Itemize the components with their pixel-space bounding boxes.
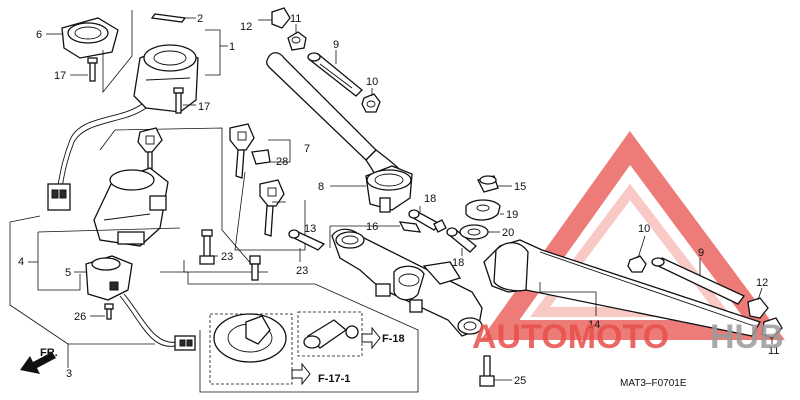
lock-cylinder-part xyxy=(93,167,169,247)
callout-23: 25 xyxy=(514,375,526,387)
callout-17: 17 xyxy=(54,70,66,82)
lock-ring-part xyxy=(213,313,287,363)
handlebar-clamp-part xyxy=(365,165,413,213)
connector-part xyxy=(47,183,71,211)
bolt-part xyxy=(479,355,495,387)
bolt-part xyxy=(408,209,447,233)
bolt-part xyxy=(249,255,261,281)
bar-weight-rod-part xyxy=(651,257,746,305)
key-blank-part xyxy=(259,179,285,237)
reference-arrow-icon xyxy=(291,362,311,386)
callout-15: 15 xyxy=(514,181,526,193)
callout-11: 12 xyxy=(756,277,768,289)
handlebar-right-part xyxy=(483,239,761,337)
key-part xyxy=(137,127,163,174)
ignition-switch-part xyxy=(133,44,199,113)
bar-weight-rod-part xyxy=(307,52,363,97)
switch-cover-part xyxy=(61,17,119,59)
lock-cylinder-inner-part xyxy=(303,319,359,349)
watermark-text: AUTOMOTO HUB xyxy=(472,318,784,356)
callout-23: 23 xyxy=(296,265,308,277)
nut-part xyxy=(747,297,769,319)
nut-part xyxy=(287,31,307,51)
callout-9: 9 xyxy=(333,39,339,51)
washer-part xyxy=(459,224,489,240)
callout-16: 16 xyxy=(366,221,378,233)
bolt-part xyxy=(87,57,98,82)
reference-f17-1: F-17-1 xyxy=(318,373,350,385)
callout-7: 7 xyxy=(304,143,310,155)
callout-6: 6 xyxy=(36,29,42,41)
callout-1: 1 xyxy=(229,41,235,53)
bolt-part xyxy=(288,229,326,251)
callout-22: 26 xyxy=(74,311,86,323)
clip-part xyxy=(398,221,422,233)
nut-part xyxy=(361,93,381,113)
callout-25: 28 xyxy=(276,156,288,168)
nut-part xyxy=(627,255,647,273)
top-bridge-part xyxy=(331,228,483,337)
callout-12: 11 xyxy=(768,345,779,357)
reference-f18: F-18 xyxy=(382,333,405,345)
bolt-part xyxy=(761,317,783,339)
bolt-part xyxy=(271,7,291,29)
callout-10: 10 xyxy=(366,76,378,88)
callout-8: 8 xyxy=(318,181,324,193)
callout-3: 3 xyxy=(66,368,72,380)
callout-19: 23 xyxy=(221,251,233,263)
clip-part xyxy=(150,13,187,23)
front-direction-arrow-icon xyxy=(20,352,56,374)
callout-5: 5 xyxy=(65,267,71,279)
callout-17: 17 xyxy=(198,101,210,113)
callout-4: 4 xyxy=(18,256,24,268)
direction-label: FR. xyxy=(40,347,58,359)
cap-part xyxy=(477,175,499,193)
bolt-part xyxy=(446,227,477,253)
bolt-part xyxy=(199,229,215,265)
callout-14: 13 xyxy=(304,223,316,235)
screw-part xyxy=(104,303,114,320)
connector-part xyxy=(174,335,196,351)
key-blank-part xyxy=(229,123,255,179)
callout-12: 12 xyxy=(240,21,252,33)
callout-20: 19 xyxy=(506,209,518,221)
callout-9: 9 xyxy=(698,247,704,259)
callout-18: 18 xyxy=(424,193,436,205)
reference-arrow-icon xyxy=(361,326,381,350)
diagram-code: MAT3–F0701E xyxy=(620,378,687,389)
callout-11: 11 xyxy=(290,13,301,25)
bolt-part xyxy=(173,87,184,114)
watermark-text-grey: HUB xyxy=(710,318,784,356)
callout-21: 20 xyxy=(502,227,514,239)
callout-2: 2 xyxy=(197,13,203,25)
switch-unit-part xyxy=(85,255,133,301)
watermark-text-red: AUTOMOTO xyxy=(472,318,669,356)
callout-18: 18 xyxy=(452,257,464,269)
callout-13: 14 xyxy=(588,319,600,331)
nut-part xyxy=(465,199,501,221)
key-tag-part xyxy=(251,149,271,165)
callout-10: 10 xyxy=(638,223,650,235)
